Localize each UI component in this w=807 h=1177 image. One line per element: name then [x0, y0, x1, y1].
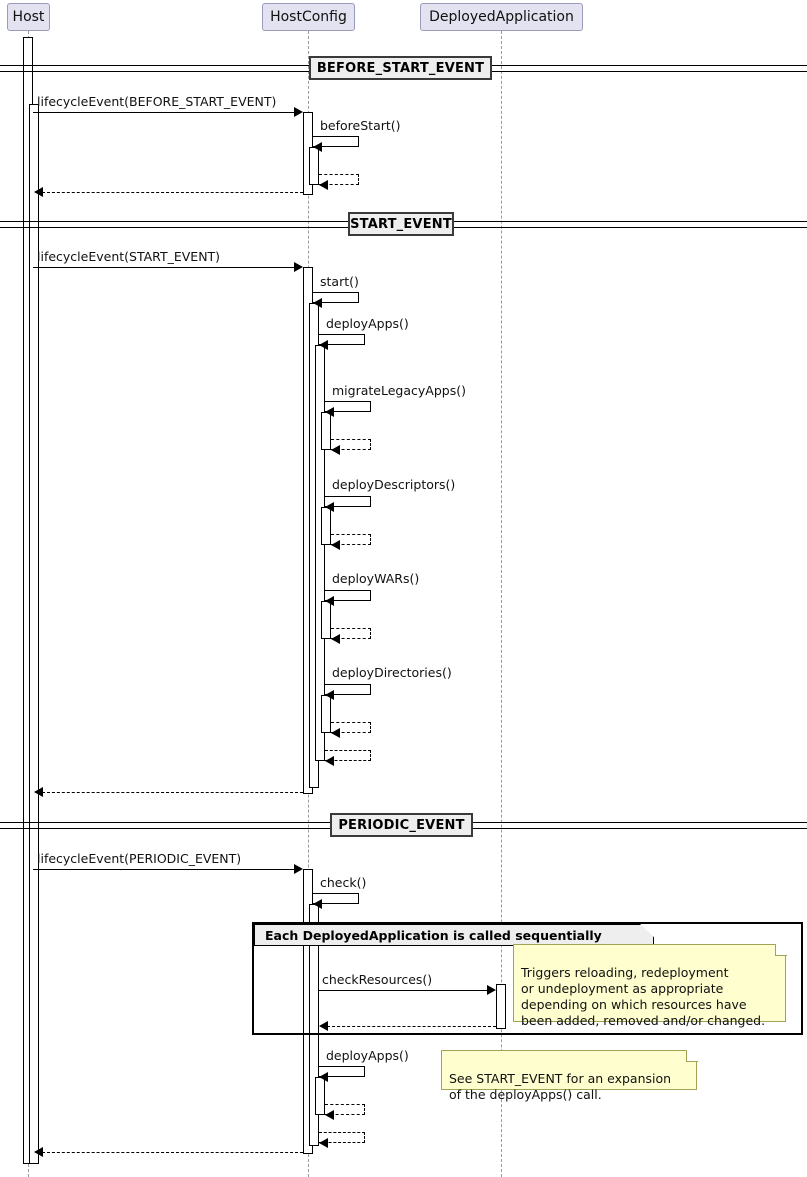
message-self-return-deploydirectories	[331, 722, 371, 733]
group-each-deployed-application	[252, 922, 803, 1035]
message-self-deployapps-start	[319, 334, 365, 345]
message-line-lifecycle-before-start	[33, 112, 295, 113]
participant-hostconfig[interactable]: HostConfig	[262, 3, 355, 31]
message-arrow-lifecycle-start	[294, 262, 303, 272]
divider-start: START_EVENT	[348, 212, 454, 236]
message-line-return-checkresources	[327, 1026, 496, 1027]
note-deploy-apps-text: See START_EVENT for an expansion of the …	[449, 1071, 672, 1102]
message-self-return-check	[319, 1132, 365, 1143]
participant-deployedapplication[interactable]: DeployedApplication	[420, 3, 583, 31]
activation-hostconfig-migratelegacyapps	[321, 412, 331, 450]
message-line-checkresources	[319, 990, 488, 991]
message-line-return-periodic	[42, 1152, 303, 1153]
participant-deployedapplication-label: DeployedApplication	[429, 9, 574, 25]
message-label-deploywars: deployWARs()	[332, 571, 420, 586]
message-arrow-return-deployapps-start	[325, 756, 334, 766]
message-line-lifecycle-periodic	[33, 869, 295, 870]
note-deploy-apps-fold-icon	[686, 1050, 698, 1062]
message-arrow-return-deploydescriptors	[331, 540, 340, 550]
message-line-return-before-start	[42, 192, 303, 193]
message-self-return-deploywars	[331, 628, 371, 639]
message-label-start: start()	[320, 274, 359, 289]
message-arrow-return-beforestart	[319, 180, 328, 190]
message-label-deploydescriptors: deployDescriptors()	[332, 477, 456, 492]
message-arrow-migratelegacyapps	[325, 407, 334, 417]
message-self-deploywars	[325, 590, 371, 601]
message-arrow-return-check	[319, 1138, 328, 1148]
message-label-lifecycle-periodic: lifecycleEvent(PERIODIC_EVENT)	[37, 851, 242, 866]
message-arrow-check	[313, 899, 322, 909]
message-arrow-deploywars	[325, 596, 334, 606]
group-each-deployed-application-header: Each DeployedApplication is called seque…	[254, 924, 654, 946]
message-arrow-return-before-start	[34, 187, 43, 197]
participant-host-label: Host	[12, 9, 45, 25]
message-arrow-lifecycle-before-start	[294, 107, 303, 117]
divider-start-label: START_EVENT	[350, 216, 452, 232]
message-self-return-deployapps-periodic	[325, 1104, 365, 1115]
message-arrow-deploydescriptors	[325, 502, 334, 512]
message-arrow-start	[313, 298, 322, 308]
message-self-start	[313, 292, 359, 303]
note-deploy-apps: See START_EVENT for an expansion of the …	[441, 1050, 697, 1102]
message-arrow-return-migratelegacyapps	[331, 445, 340, 455]
message-label-migratelegacyapps: migrateLegacyApps()	[332, 383, 466, 398]
message-arrow-checkresources	[487, 985, 496, 995]
message-label-lifecycle-start: lifecycleEvent(START_EVENT)	[37, 249, 221, 264]
message-self-deploydescriptors	[325, 496, 371, 507]
message-label-lifecycle-before-start: lifecycleEvent(BEFORE_START_EVENT)	[37, 94, 277, 109]
message-self-deploydirectories	[325, 684, 371, 695]
activation-hostconfig-beforestart-nested	[309, 147, 319, 185]
message-label-beforestart: beforeStart()	[320, 118, 401, 133]
lifeline-deployedapplication	[501, 31, 502, 1177]
activation-hostconfig-periodic-deployapps	[315, 1077, 325, 1115]
note-check-resources-text: Triggers reloading, redeployment or unde…	[521, 965, 766, 1028]
message-self-return-beforestart	[319, 174, 359, 185]
note-check-resources-fold-icon	[775, 944, 787, 956]
message-arrow-return-start	[34, 787, 43, 797]
message-self-return-deployapps-start	[325, 750, 371, 761]
activation-deployedapplication-checkresources	[496, 984, 506, 1029]
message-self-beforestart	[313, 136, 359, 147]
activation-hostconfig-deploydescriptors	[321, 507, 331, 545]
message-arrow-deploydirectories	[325, 690, 334, 700]
message-arrow-return-deploywars	[331, 634, 340, 644]
activation-hostconfig-deploywars	[321, 601, 331, 639]
message-arrow-return-deployapps-periodic	[325, 1110, 334, 1120]
message-self-return-deploydescriptors	[331, 534, 371, 545]
message-label-deployapps-periodic: deployApps()	[326, 1048, 409, 1063]
note-check-resources: Triggers reloading, redeployment or unde…	[513, 944, 786, 1028]
divider-before-start-label: BEFORE_START_EVENT	[316, 60, 485, 76]
message-label-deployapps-start: deployApps()	[326, 316, 409, 331]
message-label-checkresources: checkResources()	[322, 972, 433, 987]
message-arrow-return-deploydirectories	[331, 728, 340, 738]
activation-hostconfig-deploydirectories	[321, 695, 331, 733]
message-self-check	[313, 893, 359, 904]
participant-host[interactable]: Host	[7, 3, 50, 31]
group-each-deployed-application-label: Each DeployedApplication is called seque…	[265, 927, 602, 943]
message-line-return-start	[42, 792, 303, 793]
activation-host-inner	[29, 104, 39, 1164]
message-arrow-return-periodic	[34, 1147, 43, 1157]
message-self-return-migratelegacyapps	[331, 439, 371, 450]
message-arrow-lifecycle-periodic	[294, 864, 303, 874]
message-arrow-return-checkresources	[319, 1021, 328, 1031]
message-line-lifecycle-start	[33, 267, 295, 268]
participant-hostconfig-label: HostConfig	[270, 9, 347, 25]
message-arrow-deployapps-periodic	[319, 1072, 328, 1082]
message-arrow-deployapps-start	[319, 340, 328, 350]
divider-periodic-label: PERIODIC_EVENT	[338, 817, 465, 833]
message-self-migratelegacyapps	[325, 401, 371, 412]
divider-before-start: BEFORE_START_EVENT	[309, 56, 492, 80]
message-label-check: check()	[320, 875, 367, 890]
divider-periodic: PERIODIC_EVENT	[330, 813, 473, 837]
message-arrow-beforestart	[313, 142, 322, 152]
message-self-deployapps-periodic	[319, 1066, 365, 1077]
message-label-deploydirectories: deployDirectories()	[332, 665, 452, 680]
